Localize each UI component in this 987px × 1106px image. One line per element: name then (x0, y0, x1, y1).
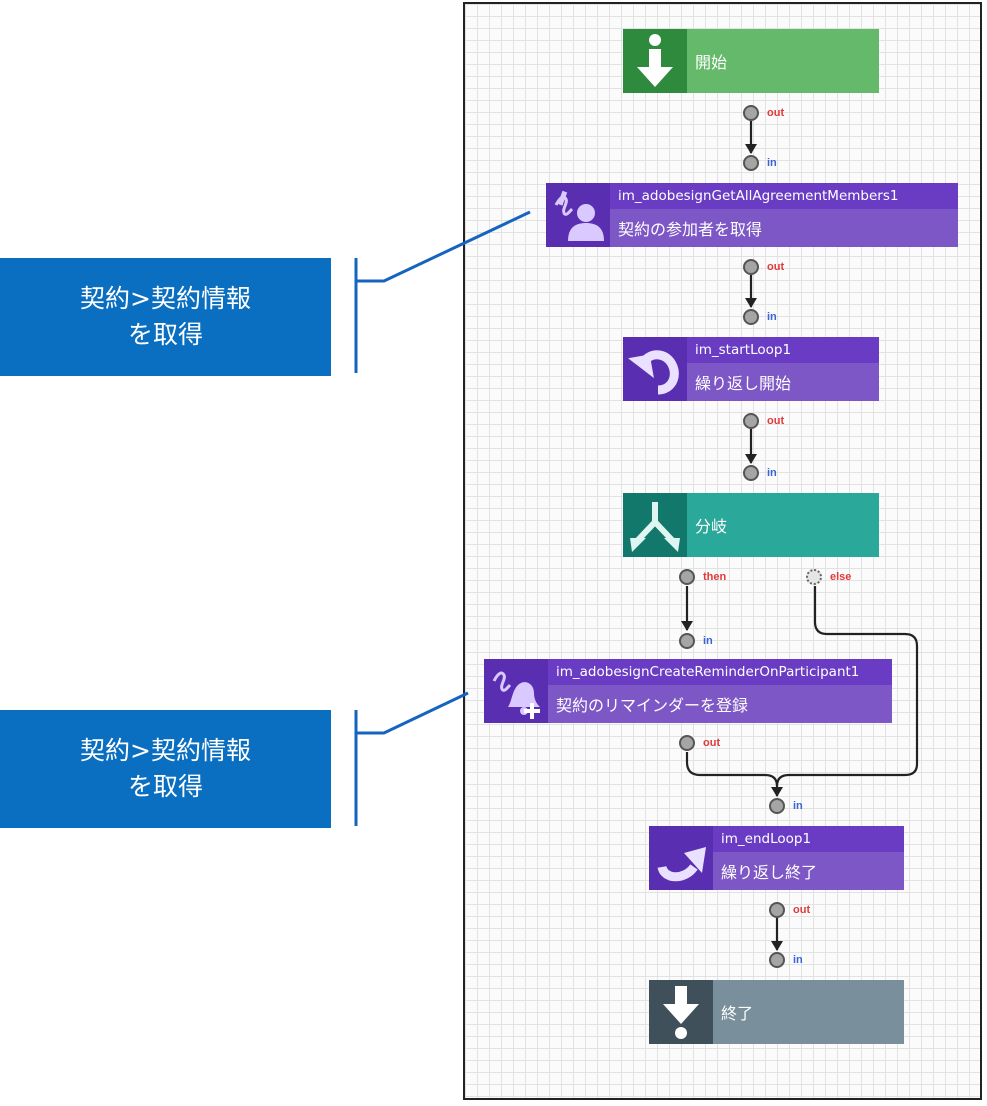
branch-then-port[interactable] (679, 569, 695, 585)
end-loop-out-port[interactable] (769, 902, 785, 918)
get-members-out-port[interactable] (743, 259, 759, 275)
start-node[interactable]: 開始 (623, 29, 879, 93)
end-loop-node-label: 繰り返し終了 (713, 852, 904, 890)
start-loop-node-label: 繰り返し開始 (687, 363, 879, 401)
reminder-in-port[interactable] (679, 633, 695, 649)
callout-1: 契約>契約情報 を取得 (0, 258, 331, 376)
branch-else-port[interactable] (806, 569, 822, 585)
arrow-down-start-icon (623, 29, 687, 93)
end-node-label: 終了 (721, 1004, 754, 1023)
callout-connector-line-2 (354, 691, 469, 826)
reminder-in-label: in (703, 635, 713, 647)
start-loop-out-label: out (767, 415, 785, 427)
start-out-label: out (767, 107, 785, 119)
get-members-in-port[interactable] (743, 155, 759, 171)
get-members-out-label: out (767, 261, 785, 273)
end-loop-in-label: in (793, 800, 803, 812)
branch-in-port[interactable] (743, 465, 759, 481)
branch-node[interactable]: 分岐 (623, 493, 879, 557)
end-node[interactable]: 終了 (649, 980, 904, 1044)
callout-2-line1: 契約>契約情報 (80, 736, 251, 765)
callout-2: 契約>契約情報 を取得 (0, 710, 331, 828)
branch-split-icon (623, 493, 687, 557)
arrow-down-end-icon (649, 980, 713, 1044)
end-loop-node-id: im_endLoop1 (713, 826, 904, 852)
start-loop-node-id: im_startLoop1 (687, 337, 879, 363)
reminder-node-id: im_adobesignCreateReminderOnParticipant1 (548, 659, 892, 685)
get-members-node-id: im_adobesignGetAllAgreementMembers1 (610, 183, 958, 209)
start-loop-out-port[interactable] (743, 413, 759, 429)
reminder-node-label: 契約のリマインダーを登録 (548, 685, 892, 723)
callout-1-line1: 契約>契約情報 (80, 284, 251, 313)
end-in-label: in (793, 954, 803, 966)
start-loop-in-port[interactable] (743, 309, 759, 325)
branch-else-label: else (830, 571, 852, 583)
start-node-label: 開始 (695, 53, 728, 72)
start-loop-in-label: in (767, 311, 777, 323)
get-members-node-label: 契約の参加者を取得 (610, 209, 958, 247)
get-members-node[interactable]: im_adobesignGetAllAgreementMembers1 契約の参… (546, 183, 958, 247)
end-loop-node[interactable]: im_endLoop1 繰り返し終了 (649, 826, 904, 890)
loop-end-arrow-icon (649, 826, 713, 890)
reminder-out-label: out (703, 737, 721, 749)
branch-then-label: then (703, 571, 727, 583)
reminder-node[interactable]: im_adobesignCreateReminderOnParticipant1… (484, 659, 892, 723)
branch-in-label: in (767, 467, 777, 479)
callout-2-line2: を取得 (127, 772, 203, 801)
loop-start-arrow-icon (623, 337, 687, 401)
adobe-sign-bell-plus-icon (484, 659, 548, 723)
adobe-sign-person-icon (546, 183, 610, 247)
callout-1-line2: を取得 (127, 320, 203, 349)
start-loop-node[interactable]: im_startLoop1 繰り返し開始 (623, 337, 879, 401)
end-loop-out-label: out (793, 904, 811, 916)
branch-node-label: 分岐 (695, 517, 728, 536)
start-out-port[interactable] (743, 105, 759, 121)
get-members-in-label: in (767, 157, 777, 169)
end-in-port[interactable] (769, 952, 785, 968)
reminder-out-port[interactable] (679, 735, 695, 751)
end-loop-in-port[interactable] (769, 798, 785, 814)
